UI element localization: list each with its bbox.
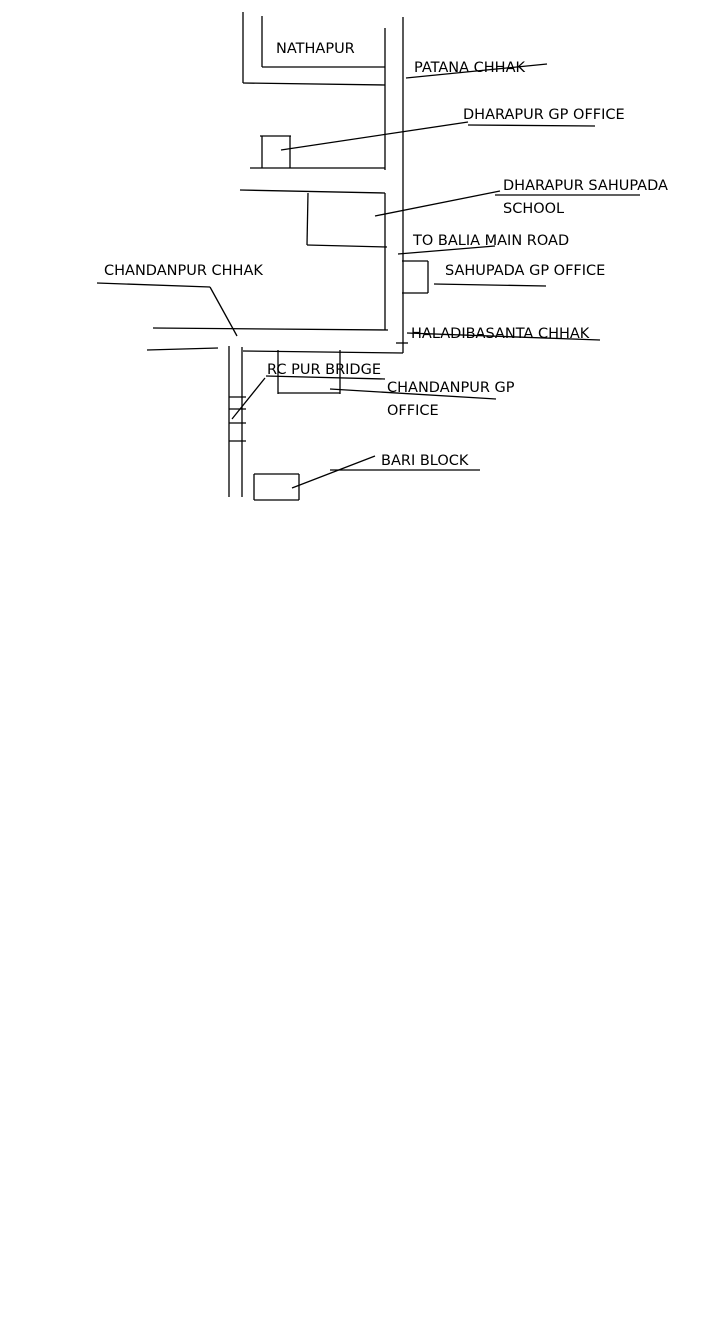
label-bari-block: BARI BLOCK — [381, 453, 469, 469]
label-dharapur-sahupada-school: DHARAPUR SAHUPADA — [503, 178, 668, 194]
label-haladibasanta-chhak: HALADIBASANTA CHHAK — [411, 326, 590, 342]
place-labels: NATHAPUR PATANA CHHAK DHARAPUR GP OFFICE… — [104, 41, 668, 469]
label-patana-chhak: PATANA CHHAK — [414, 60, 525, 76]
roads — [146, 12, 429, 501]
label-chandanpur-gp-office: CHANDANPUR GP — [387, 380, 515, 396]
label-rc-pur-bridge: RC PUR BRIDGE — [267, 362, 381, 378]
label-chandanpur-chhak: CHANDANPUR CHHAK — [104, 263, 263, 279]
label-dharapur-sahupada-school-2: SCHOOL — [503, 201, 564, 217]
label-dharapur-gp-office: DHARAPUR GP OFFICE — [463, 107, 625, 123]
label-sahupada-gp-office: SAHUPADA GP OFFICE — [445, 263, 605, 279]
label-to-balia-main-road: TO BALIA MAIN ROAD — [412, 233, 569, 249]
label-nathapur: NATHAPUR — [276, 41, 355, 57]
label-chandanpur-gp-office-2: OFFICE — [387, 403, 439, 419]
leader-lines — [96, 63, 640, 489]
